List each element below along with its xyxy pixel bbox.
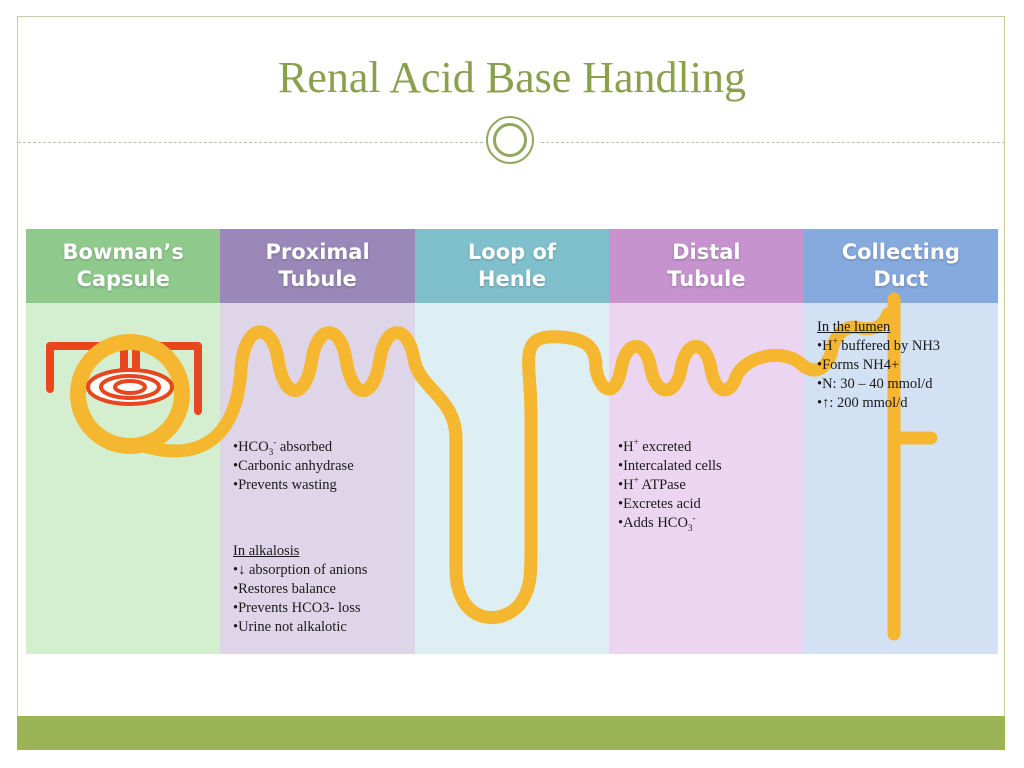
alkalosis-notes: In alkalosis •↓ absorption of anions •Re… (233, 542, 367, 637)
segment-collecting-duct: Collecting Duct (803, 229, 998, 654)
note-line: •H+ ATPase (618, 475, 686, 493)
note-line: •Forms NH4+ (817, 357, 900, 373)
distal-tubule-notes: •H+ excreted •Intercalated cells •H+ ATP… (618, 438, 722, 533)
note-line: •Prevents wasting (233, 477, 337, 493)
nephron-diagram: Bowman’s Capsule Proximal Tubule Loop of… (26, 229, 998, 654)
segment-bowmans-capsule: Bowman’s Capsule (26, 229, 221, 654)
note-line: •H+ excreted (618, 437, 692, 455)
note-line: •Excretes acid (618, 496, 701, 512)
note-line: •↓ absorption of anions (233, 562, 368, 578)
note-line: •HCO3- absorbed (233, 437, 333, 457)
slide-title: Renal Acid Base Handling (277, 53, 746, 102)
title-divider-left (18, 142, 483, 143)
proximal-tubule-notes: •HCO3- absorbed •Carbonic anhydrase •Pre… (233, 438, 354, 495)
segment-body (414, 303, 610, 654)
segment-body (26, 303, 221, 654)
alkalosis-heading: In alkalosis (233, 543, 300, 559)
note-line: •↑: 200 mmol/d (817, 395, 908, 411)
collecting-duct-notes: In the lumen •H+ buffered by NH3 •Forms … (817, 318, 940, 413)
title-divider-right (541, 142, 1005, 143)
segment-header: Bowman’s Capsule (26, 229, 221, 303)
note-line: •Restores balance (233, 581, 336, 597)
note-line: •Intercalated cells (618, 458, 722, 474)
segment-loop-of-henle: Loop of Henle (414, 229, 610, 654)
divider-ring-ornament (486, 116, 534, 164)
note-line: •Carbonic anhydrase (233, 458, 354, 474)
note-line: •H+ buffered by NH3 (817, 336, 941, 354)
footer-bar (17, 716, 1005, 750)
note-line: •N: 30 – 40 mmol/d (817, 376, 933, 392)
note-line: •Adds HCO3- (618, 513, 696, 533)
divider-ring-inner (493, 123, 527, 157)
note-line: •Prevents HCO3- loss (233, 600, 361, 616)
segment-header: Collecting Duct (803, 229, 998, 303)
note-line: •Urine not alkalotic (233, 619, 347, 635)
segment-header: Distal Tubule (609, 229, 804, 303)
segment-header: Loop of Henle (414, 229, 610, 303)
lumen-heading: In the lumen (817, 319, 891, 335)
segment-header: Proximal Tubule (220, 229, 415, 303)
